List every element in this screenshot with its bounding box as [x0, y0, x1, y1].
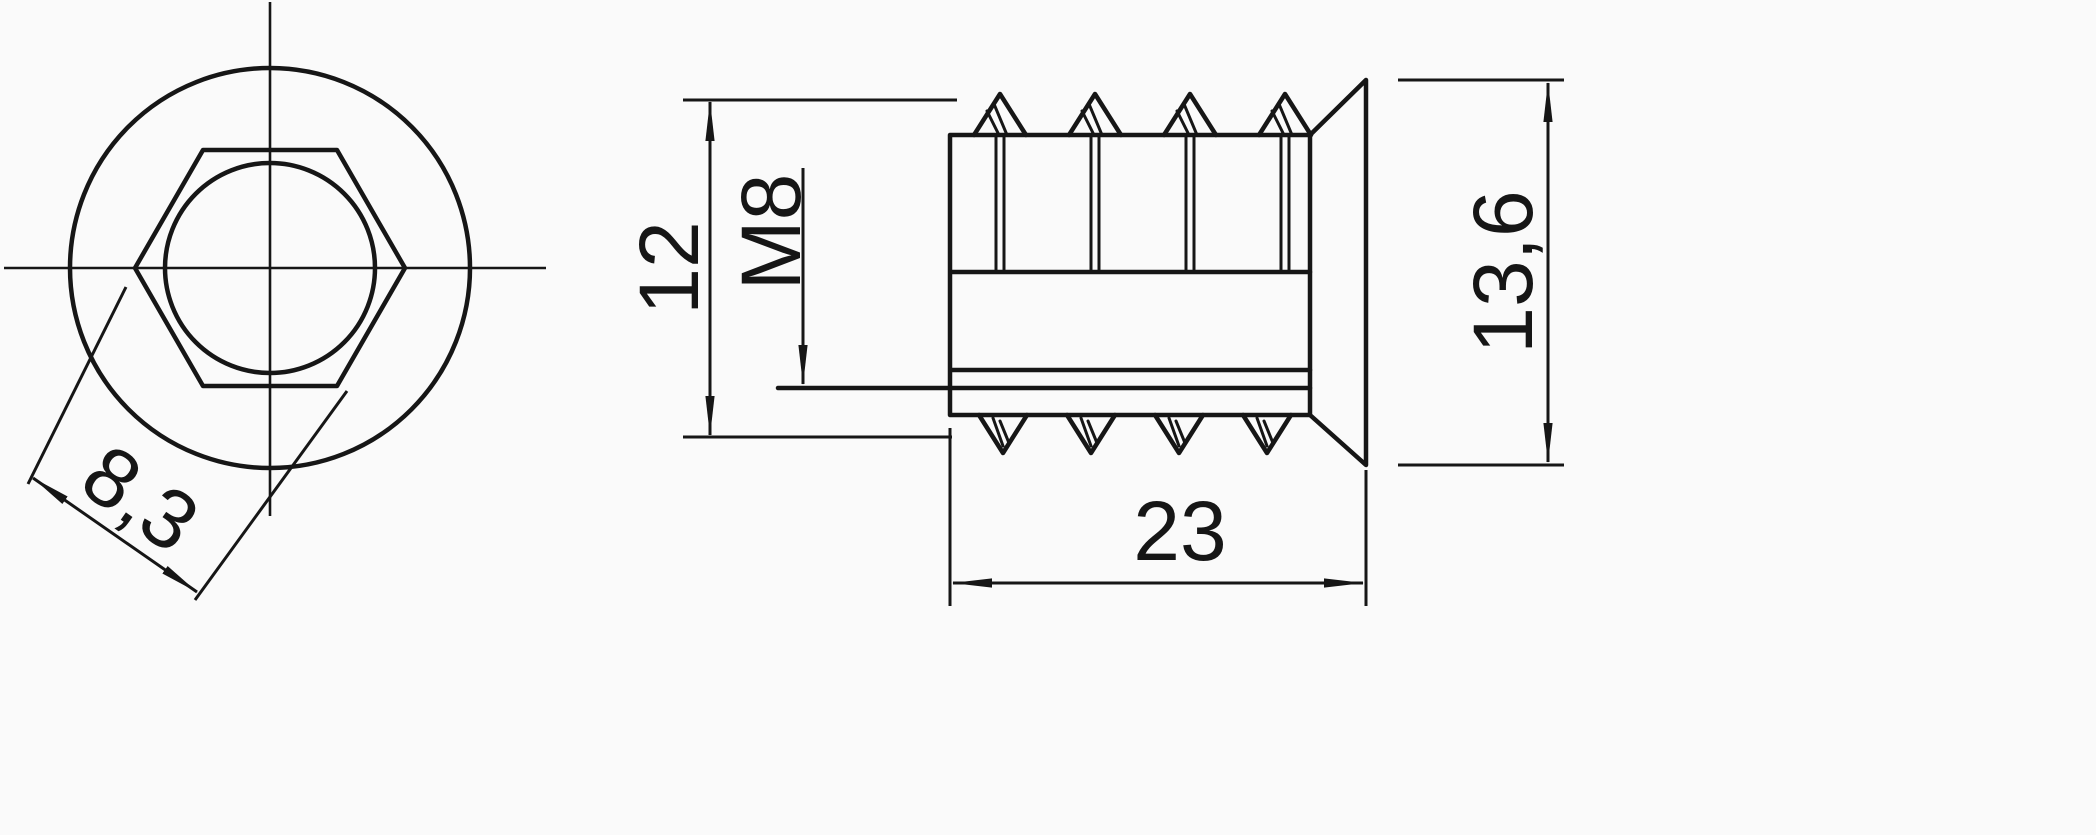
extension-line — [26, 286, 128, 485]
insert-body-outline — [775, 132, 1313, 418]
dim-thread-callout: M8 — [724, 168, 818, 385]
dim-label-flange-diameter: 13,6 — [1456, 190, 1550, 354]
flange-outer-circle — [67, 65, 473, 471]
thread-crest-flanks-bottom — [991, 416, 1275, 448]
dim-label-thread: M8 — [724, 174, 818, 291]
dim-label-insert-length: 12 — [622, 221, 716, 314]
thread-crests-bottom — [976, 412, 1294, 456]
hex-socket — [132, 147, 408, 389]
dim-overall-length: 23 — [948, 428, 1368, 606]
extension-line — [193, 390, 349, 601]
side-view: 12 M8 13,6 23 — [622, 77, 1564, 606]
bore-circle — [162, 160, 378, 376]
dim-label-overall-length: 23 — [1133, 484, 1226, 578]
flange-head-outline — [1307, 77, 1369, 468]
front-view: 8,3 — [4, 2, 546, 601]
dim-label-hex-socket: 8,3 — [66, 426, 216, 570]
dimension-line — [32, 476, 198, 594]
thread-crests-top — [971, 91, 1314, 138]
thread-crest-flanks-top — [985, 102, 1294, 137]
dim-flange-diameter: 13,6 — [1398, 78, 1564, 467]
dim-insert-length: 12 — [622, 98, 957, 439]
thread-root-lines — [994, 133, 1291, 274]
